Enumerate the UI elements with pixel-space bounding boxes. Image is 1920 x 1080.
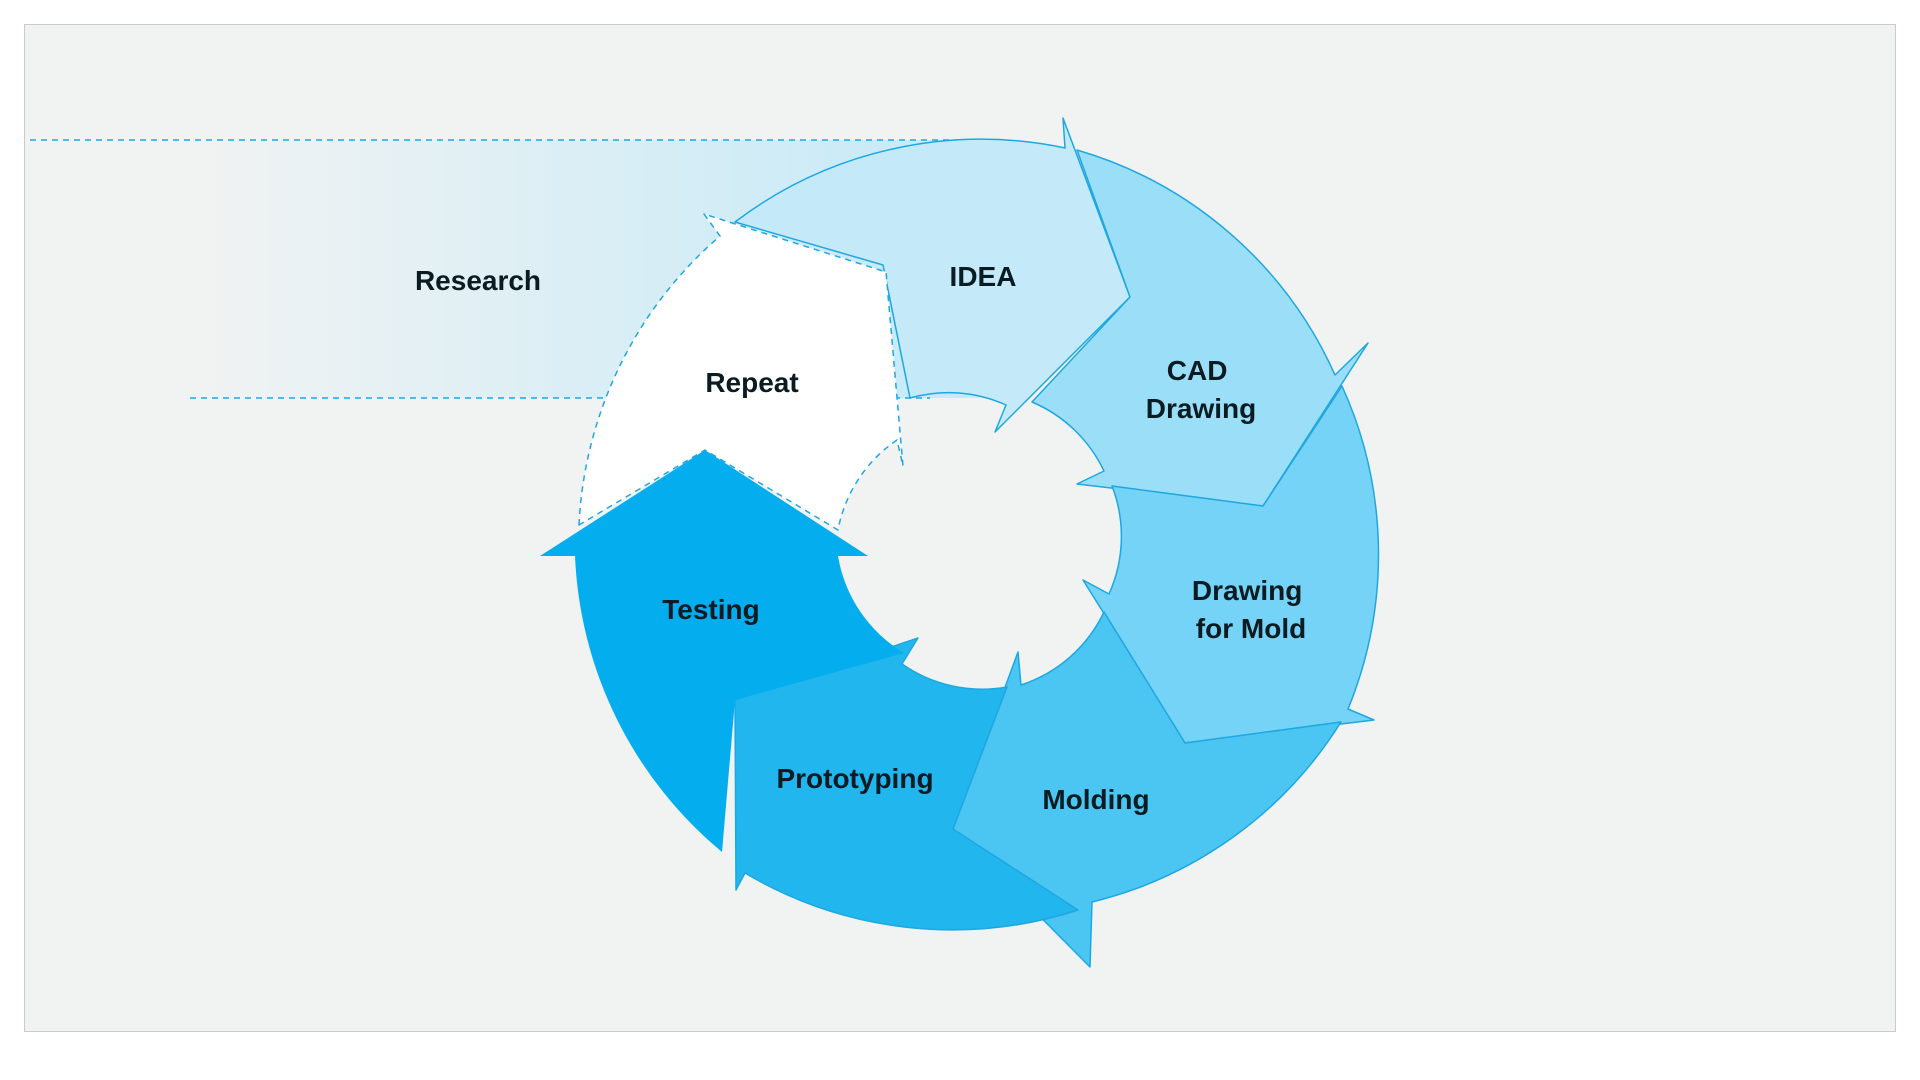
repeat-label: Repeat: [705, 367, 798, 398]
stage-label-prototyping: Prototyping: [776, 763, 933, 794]
molding-arrow: [952, 611, 1342, 968]
cad-drawing-arrow: [1031, 149, 1369, 507]
idea-arrow: [734, 117, 1131, 433]
stage-label-idea: IDEA: [950, 261, 1017, 292]
stage-label-cad-drawing: CAD Drawing: [1146, 355, 1256, 424]
stage-label-molding: Molding: [1042, 784, 1149, 815]
research-label: Research: [415, 265, 541, 296]
repeat-arrow: [578, 213, 904, 531]
prototyping-arrow: [734, 637, 1079, 931]
drawing-for-mold-arrow: [1082, 385, 1380, 744]
testing-arrow: [540, 450, 904, 852]
stage-label-testing: Testing: [662, 594, 759, 625]
stage-label-drawing-for-mold: Drawing for Mold: [1192, 575, 1310, 644]
